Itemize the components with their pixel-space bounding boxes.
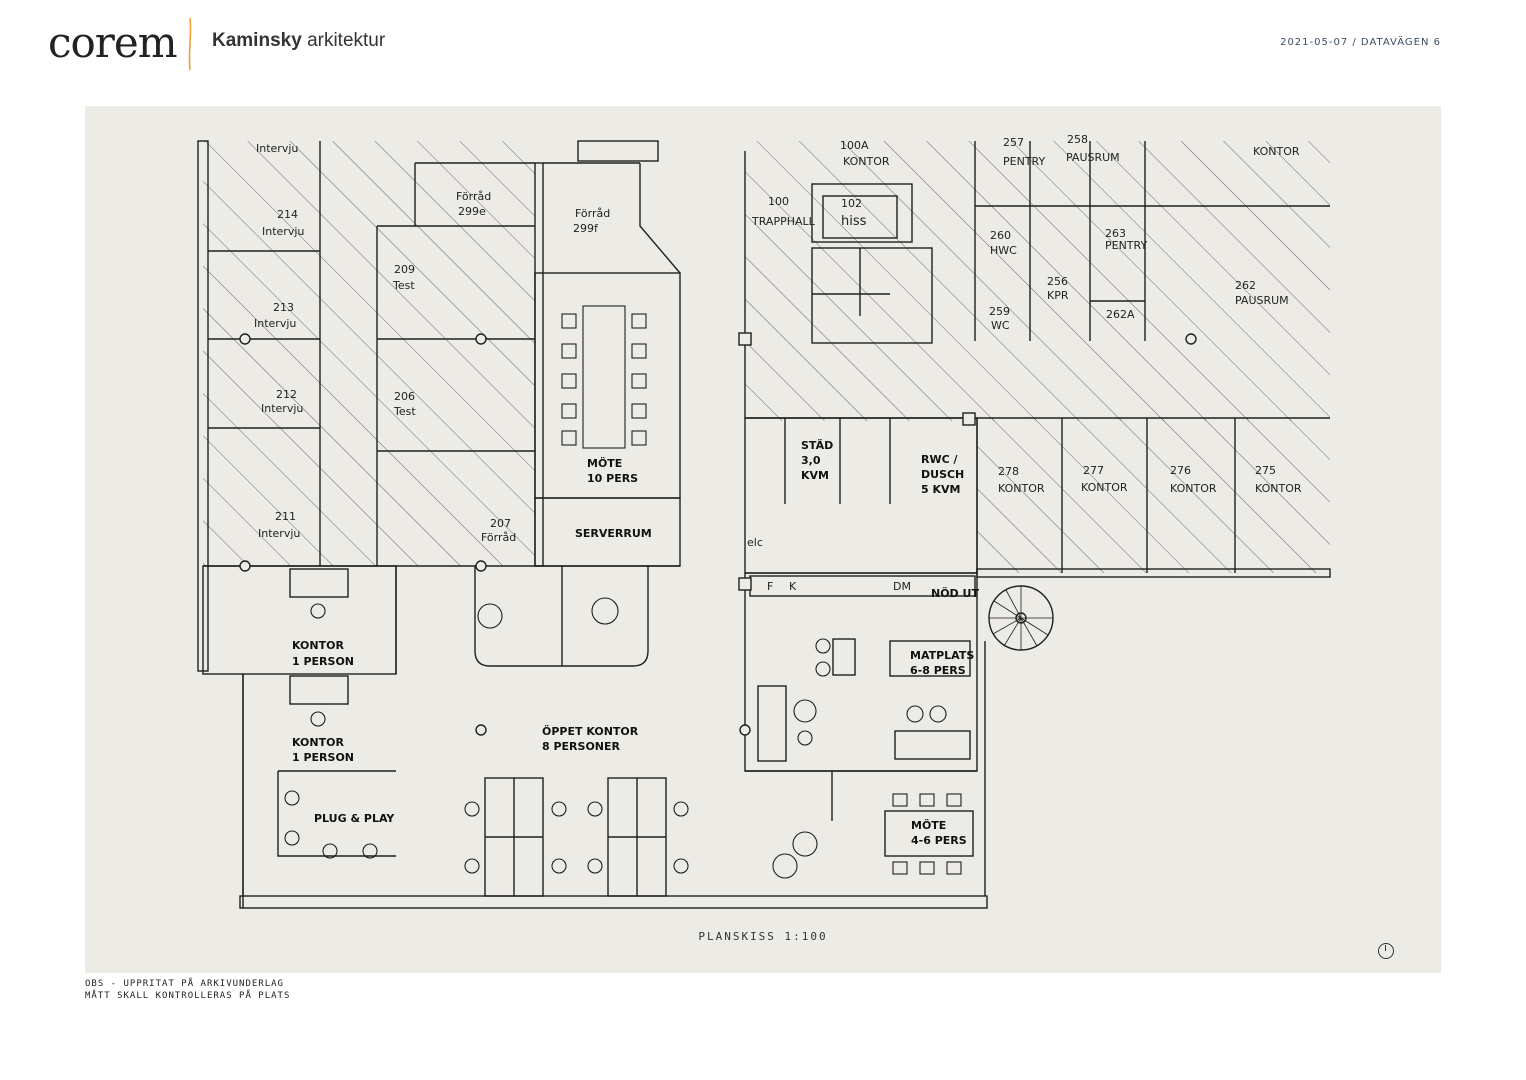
room-100a-name: KONTOR bbox=[843, 155, 890, 168]
room-278-name: KONTOR bbox=[998, 482, 1045, 495]
kitchen-fridge: F bbox=[767, 580, 773, 593]
office-2-capacity: 1 PERSON bbox=[292, 751, 354, 764]
room-278-number: 278 bbox=[998, 465, 1019, 478]
room-260-name: HWC bbox=[990, 244, 1017, 257]
room-276-number: 276 bbox=[1170, 464, 1191, 477]
room-intervju-top: Intervju bbox=[256, 142, 298, 155]
room-262-name: PAUSRUM bbox=[1235, 294, 1289, 307]
room-259-number: 259 bbox=[989, 305, 1010, 318]
meeting-table-4-6 bbox=[892, 793, 962, 875]
room-206-number: 206 bbox=[394, 390, 415, 403]
rwc-title: RWC / bbox=[921, 453, 959, 466]
room-262a: 262A bbox=[1106, 308, 1135, 321]
plug-and-play-label: PLUG & PLAY bbox=[314, 812, 395, 825]
office-2-title: KONTOR bbox=[292, 736, 344, 749]
floor-plan-panel: Intervju 214 Intervju 213 Intervju 212 I… bbox=[85, 106, 1441, 973]
room-256-number: 256 bbox=[1047, 275, 1068, 288]
spiral-stair bbox=[989, 586, 1053, 650]
room-102-name: hiss bbox=[841, 214, 867, 229]
plan-scale-label: PLANSKISS 1:100 bbox=[698, 930, 828, 943]
header-date-address: 2021-05-07 / DATAVÄGEN 6 bbox=[1280, 37, 1441, 48]
room-214-number: 214 bbox=[277, 208, 298, 221]
room-209-number: 209 bbox=[394, 263, 415, 276]
room-211-name: Intervju bbox=[258, 527, 300, 540]
room-100-name: TRAPPHALL bbox=[751, 215, 816, 228]
floor-plan: Intervju 214 Intervju 213 Intervju 212 I… bbox=[197, 133, 1331, 909]
room-299e-number: 299e bbox=[458, 205, 486, 218]
walls bbox=[197, 140, 1331, 909]
room-207-number: 207 bbox=[490, 517, 511, 530]
room-275-name: KONTOR bbox=[1255, 482, 1302, 495]
room-214-name: Intervju bbox=[262, 225, 304, 238]
room-259-name: WC bbox=[991, 319, 1010, 332]
room-256-name: KPR bbox=[1047, 289, 1069, 302]
room-260-number: 260 bbox=[990, 229, 1011, 242]
room-206-name: Test bbox=[393, 405, 416, 418]
room-299e-name: Förråd bbox=[456, 190, 491, 203]
cleaning-room-unit: KVM bbox=[801, 469, 829, 482]
room-207-name: Förråd bbox=[481, 531, 516, 544]
meeting-10-title: MÖTE bbox=[587, 456, 622, 470]
hatched-zones bbox=[203, 141, 1330, 573]
room-257-number: 257 bbox=[1003, 136, 1024, 149]
room-257-name: PENTRY bbox=[1003, 155, 1045, 168]
server-room-label: SERVERRUM bbox=[575, 527, 652, 540]
room-263-name: PENTRY bbox=[1105, 239, 1147, 252]
conference-table-10 bbox=[561, 305, 647, 449]
open-office-capacity: 8 PERSONER bbox=[542, 740, 621, 753]
room-212-name: Intervju bbox=[261, 402, 303, 415]
room-100-number: 100 bbox=[768, 195, 789, 208]
partner-logo-light: arkitektur bbox=[307, 30, 386, 51]
room-209-name: Test bbox=[392, 279, 415, 292]
partner-logo-bold: Kaminsky bbox=[212, 30, 302, 51]
dining-title: MATPLATS bbox=[910, 649, 974, 662]
room-labels: Intervju 214 Intervju 213 Intervju 212 I… bbox=[254, 133, 1302, 847]
room-299f-number: 299f bbox=[573, 222, 599, 235]
open-office-title: ÖPPET KONTOR bbox=[542, 724, 639, 738]
room-213-name: Intervju bbox=[254, 317, 296, 330]
kitchen-freezer: K bbox=[789, 580, 797, 593]
room-275-number: 275 bbox=[1255, 464, 1276, 477]
columns bbox=[239, 332, 1197, 736]
corem-logo: corem bbox=[48, 18, 178, 67]
room-102-number: 102 bbox=[841, 197, 862, 210]
cleaning-room-area: 3,0 bbox=[801, 454, 821, 467]
north-arrow-icon bbox=[1378, 943, 1394, 959]
room-211-number: 211 bbox=[275, 510, 296, 523]
kitchen-dishwasher: DM bbox=[893, 580, 911, 593]
room-100a-number: 100A bbox=[840, 139, 869, 152]
dining-capacity: 6-8 PERS bbox=[910, 664, 966, 677]
room-262-number: 262 bbox=[1235, 279, 1256, 292]
room-263-number: 263 bbox=[1105, 227, 1126, 240]
electric-cabinet: elc bbox=[747, 536, 763, 549]
cleaning-room-title: STÄD bbox=[801, 438, 833, 452]
logo-accent-stroke bbox=[188, 18, 192, 70]
emergency-exit-label: NÖD UT bbox=[931, 586, 979, 600]
room-277-number: 277 bbox=[1083, 464, 1104, 477]
meeting-4-6-capacity: 4-6 PERS bbox=[911, 834, 967, 847]
rwc-shower: DUSCH bbox=[921, 468, 964, 481]
rwc-area: 5 KVM bbox=[921, 483, 960, 496]
room-276-name: KONTOR bbox=[1170, 482, 1217, 495]
room-212-number: 212 bbox=[276, 388, 297, 401]
room-213-number: 213 bbox=[273, 301, 294, 314]
office-1-capacity: 1 PERSON bbox=[292, 655, 354, 668]
room-kontor-top: KONTOR bbox=[1253, 145, 1300, 158]
room-299f-name: Förråd bbox=[575, 207, 610, 220]
desk-chairs bbox=[284, 597, 947, 879]
note-archive: OBS - UPPRITAT PÅ ARKIVUNDERLAG bbox=[85, 979, 284, 989]
partner-logo: Kaminsky arkitektur bbox=[212, 30, 385, 52]
room-277-name: KONTOR bbox=[1081, 481, 1128, 494]
meeting-10-capacity: 10 PERS bbox=[587, 472, 638, 485]
note-measurements: MÅTT SKALL KONTROLLERAS PÅ PLATS bbox=[85, 991, 291, 1001]
room-258-number: 258 bbox=[1067, 133, 1088, 146]
room-258-name: PAUSRUM bbox=[1066, 151, 1120, 164]
office-1-title: KONTOR bbox=[292, 639, 344, 652]
meeting-4-6-title: MÖTE bbox=[911, 818, 946, 832]
